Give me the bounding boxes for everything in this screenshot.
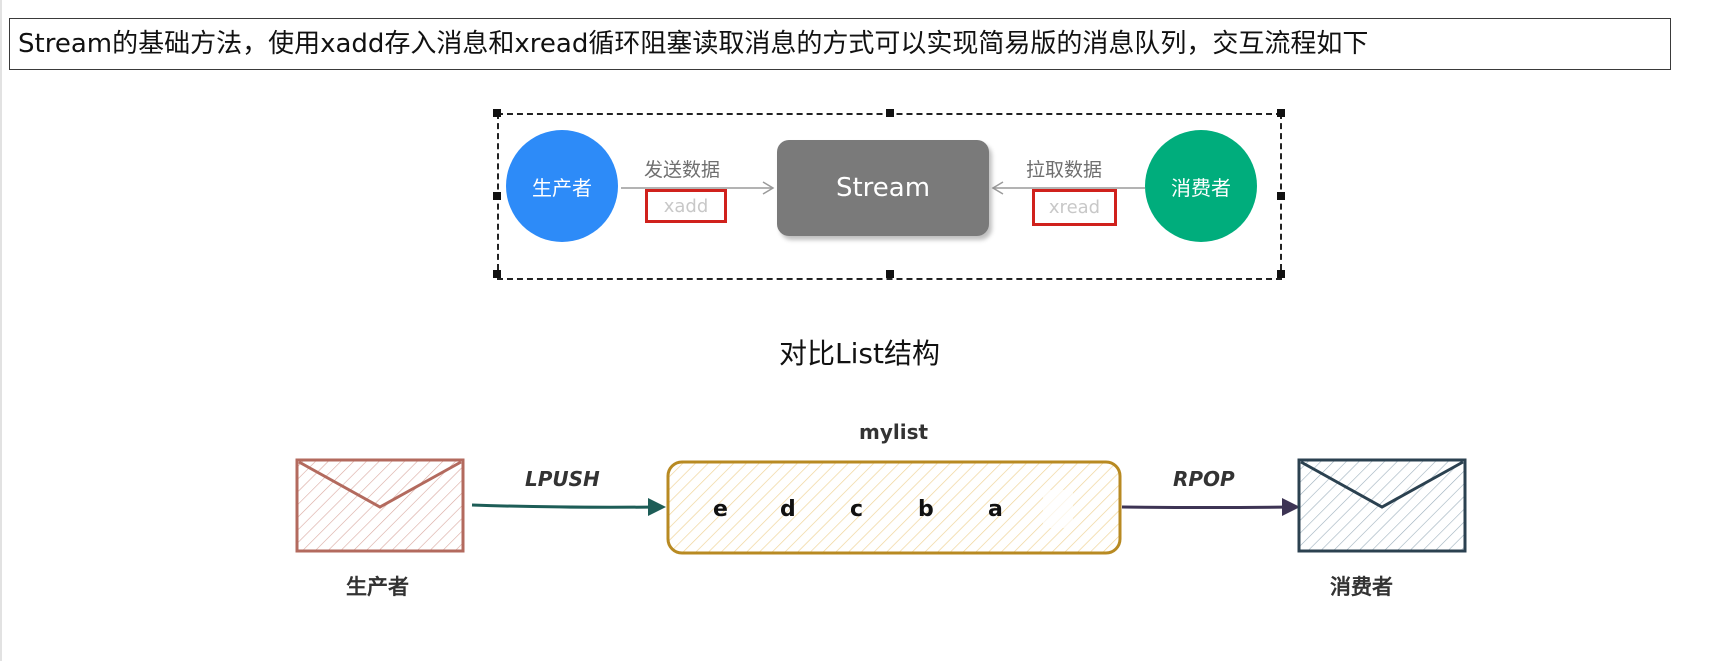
consumer-node: 消费者 [1145, 130, 1257, 242]
send-data-label: 发送数据 [644, 159, 721, 181]
lpush-label: LPUSH [525, 467, 600, 491]
producer-node: 生产者 [506, 130, 618, 242]
lpush-arrow [471, 498, 666, 516]
pull-data-label: 拉取数据 [1026, 159, 1103, 181]
stream-node-label: Stream [835, 173, 931, 203]
list-item-e: e [713, 497, 728, 522]
stream-node: Stream [777, 140, 989, 236]
compare-list-title: 对比List结构 [779, 337, 940, 370]
producer-node-label: 生产者 [532, 175, 592, 200]
mylist-box [666, 460, 1122, 555]
left-edge-divider [0, 0, 2, 661]
pull-arrow-head [991, 181, 1004, 195]
xadd-command-label: xadd [663, 195, 709, 217]
send-arrow-head [762, 181, 775, 195]
resize-handle-bottom-left[interactable] [493, 270, 501, 278]
list-item-a: a [988, 497, 1003, 522]
producer-envelope-icon [295, 458, 465, 553]
resize-handle-top-middle[interactable] [886, 109, 894, 117]
xread-command-box: xread [1032, 189, 1117, 226]
mylist-empty-slot [1043, 490, 1073, 528]
resize-handle-middle-right[interactable] [1277, 192, 1285, 200]
mylist-name-label: mylist [859, 420, 929, 444]
resize-handle-bottom-right[interactable] [1277, 270, 1285, 278]
list-item-d: d [780, 497, 796, 522]
description-heading: Stream的基础方法，使用xadd存入消息和xread循环阻塞读取消息的方式可… [9, 18, 1671, 70]
consumer-envelope-icon [1297, 458, 1467, 553]
consumer-node-label: 消费者 [1171, 175, 1231, 200]
resize-handle-top-left[interactable] [493, 109, 501, 117]
resize-handle-top-right[interactable] [1277, 109, 1285, 117]
rpop-label: RPOP [1173, 467, 1235, 491]
xread-command-label: xread [1048, 197, 1101, 218]
resize-handle-middle-left[interactable] [493, 192, 501, 200]
list-item-c: c [850, 497, 864, 522]
xadd-command-box: xadd [645, 189, 727, 223]
list-consumer-label: 消费者 [1330, 575, 1393, 599]
rpop-arrow [1121, 498, 1300, 516]
resize-handle-bottom-middle[interactable] [886, 270, 894, 278]
list-item-b: b [918, 497, 934, 522]
list-producer-label: 生产者 [346, 575, 409, 599]
